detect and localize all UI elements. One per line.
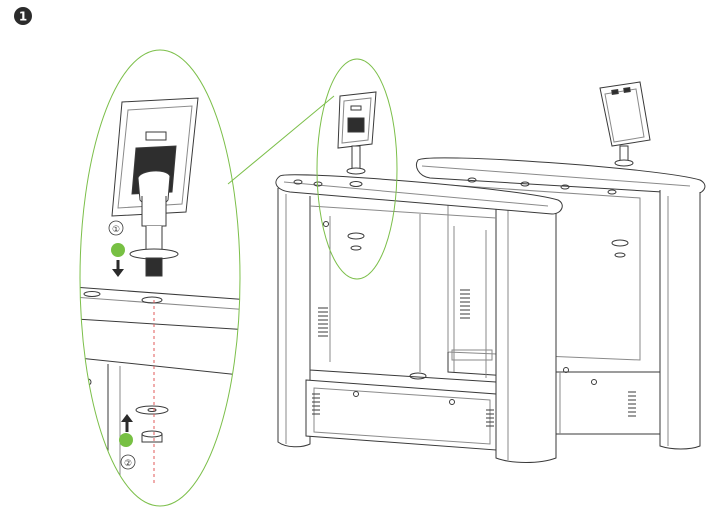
front-terminal (337, 91, 377, 175)
callout-1-label: ① (112, 225, 120, 235)
zoom-detail (80, 97, 240, 480)
zoom-connector-top (227, 95, 335, 185)
step-badge: 1 (14, 7, 32, 25)
circled-number-icon: ① (108, 220, 124, 236)
callout-1: ① (108, 220, 125, 277)
zoom-target-ellipse (316, 58, 398, 280)
callout-2: ② (119, 414, 136, 470)
rear-terminal (599, 81, 651, 167)
step-number: 1 (19, 10, 27, 24)
rear-turnstile (416, 157, 706, 450)
front-turnstile (275, 174, 563, 463)
callout-2-label: ② (124, 459, 132, 469)
green-marker (111, 243, 125, 257)
green-marker (119, 433, 133, 447)
down-arrow-icon (112, 260, 124, 277)
zoom-detail-ellipse (79, 49, 241, 507)
up-arrow-icon (121, 414, 133, 432)
circled-number-icon: ② (120, 454, 136, 470)
